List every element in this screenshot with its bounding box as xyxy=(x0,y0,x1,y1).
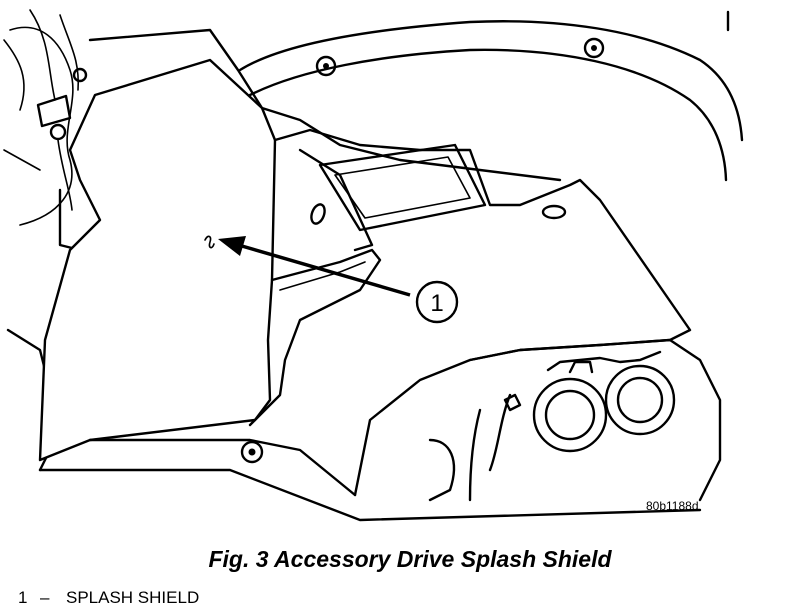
legend-item: 1–SPLASH SHIELD xyxy=(18,588,199,608)
callout-arrow xyxy=(218,236,411,297)
legend-label: SPLASH SHIELD xyxy=(66,588,200,607)
accessory-pulleys xyxy=(428,338,722,502)
figure-code: 80b1188d xyxy=(646,499,699,513)
wiring-harness xyxy=(3,9,80,226)
splash-shield xyxy=(38,58,702,522)
callout-1: 1 xyxy=(415,280,459,324)
legend-number: 1 xyxy=(18,588,28,607)
splash-shield-illustration: 1 xyxy=(3,9,744,522)
mount-bolt xyxy=(72,67,88,83)
callout-number: 1 xyxy=(430,290,443,317)
figure-caption: Fig. 3 Accessory Drive Splash Shield xyxy=(208,546,612,572)
upper-bracket xyxy=(238,10,744,182)
legend-dash: – xyxy=(40,588,50,607)
